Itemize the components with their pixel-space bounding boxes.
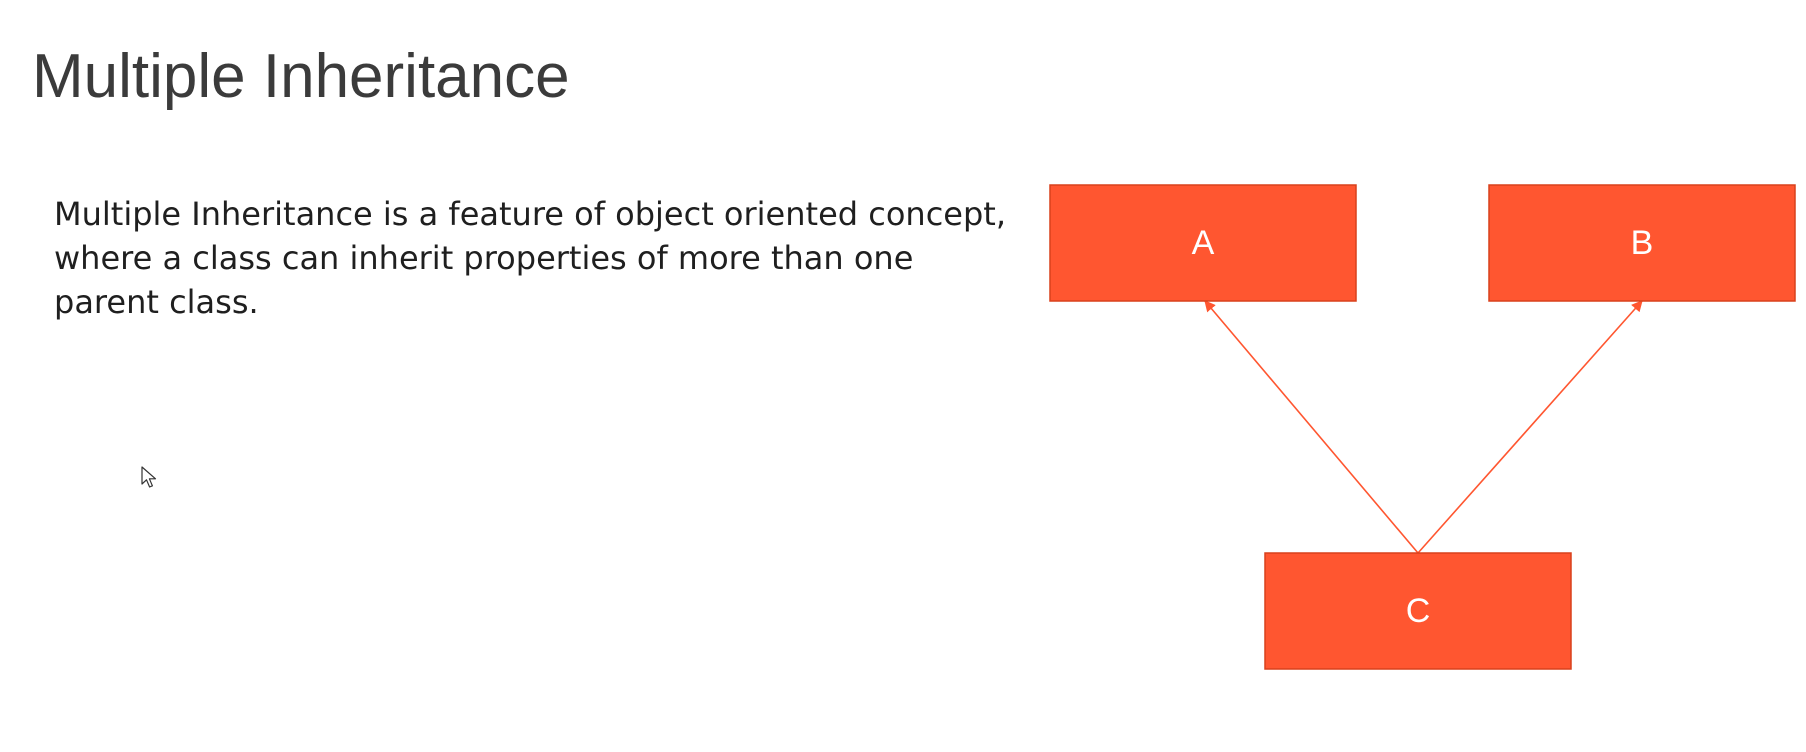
description-line-3: parent class. bbox=[54, 283, 259, 321]
node-a-box bbox=[1049, 184, 1357, 302]
node-c: C bbox=[1264, 552, 1572, 670]
edge-c-to-a bbox=[1204, 300, 1419, 554]
mouse-cursor-icon bbox=[141, 466, 157, 488]
node-b-label: B bbox=[1631, 224, 1654, 262]
edge-c-to-b bbox=[1417, 300, 1643, 554]
description-line-2: where a class can inherit properties of … bbox=[54, 239, 914, 277]
node-c-label: C bbox=[1406, 592, 1431, 630]
node-a: A bbox=[1049, 184, 1357, 302]
node-c-box bbox=[1264, 552, 1572, 670]
description-line-1: Multiple Inheritance is a feature of obj… bbox=[54, 195, 1006, 233]
node-a-label: A bbox=[1192, 224, 1215, 262]
node-b-box bbox=[1488, 184, 1796, 302]
node-b: B bbox=[1488, 184, 1796, 302]
slide-title: Multiple Inheritance bbox=[32, 42, 570, 111]
slide-description: Multiple Inheritance is a feature of obj… bbox=[54, 192, 1054, 324]
